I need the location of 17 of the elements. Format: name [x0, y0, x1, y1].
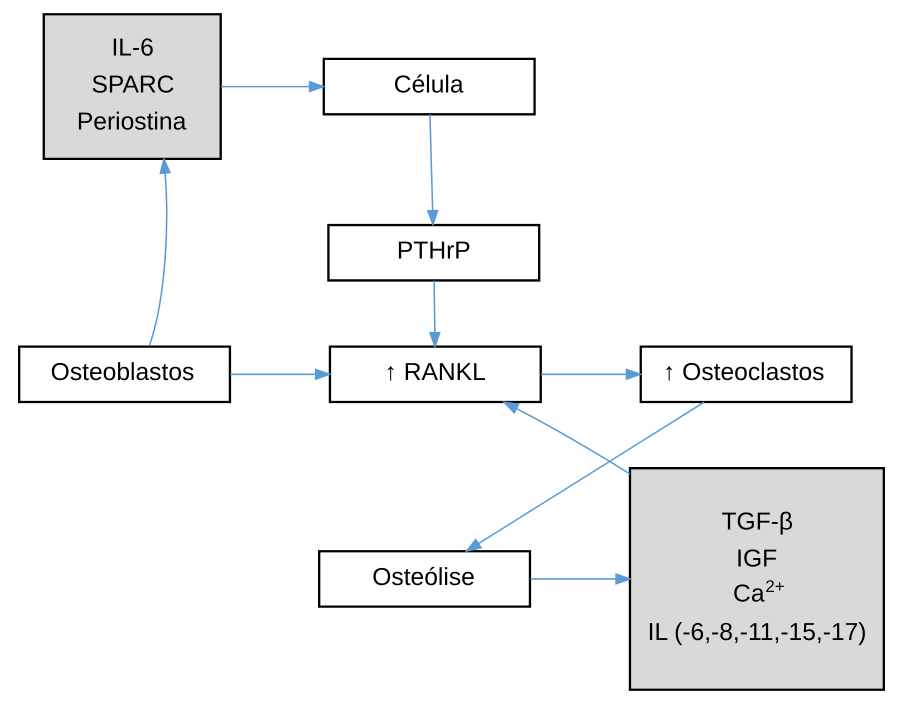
arrow [148, 156, 171, 346]
node-box: PTHrP [326, 224, 540, 282]
arrow [540, 368, 642, 380]
arrow [426, 114, 438, 227]
node-box: Célula [322, 58, 536, 116]
node-box: Osteólise [318, 550, 531, 608]
arrow [428, 280, 440, 349]
node-box: Osteoblastos [18, 345, 231, 404]
node-box: TGF-β IGF Ca$^{2+}$ IL (-6,-8,-11,-15,-17) [628, 467, 884, 691]
node-box: ↑ RANKL [328, 345, 542, 404]
arrow [230, 368, 332, 380]
arrow [502, 401, 630, 475]
node-box: ↑ Osteoclastos [639, 345, 852, 404]
arrow [464, 402, 704, 552]
arrow [530, 573, 632, 585]
arrow [220, 80, 326, 93]
node-box: IL-6 SPARC Periostina [42, 13, 222, 160]
